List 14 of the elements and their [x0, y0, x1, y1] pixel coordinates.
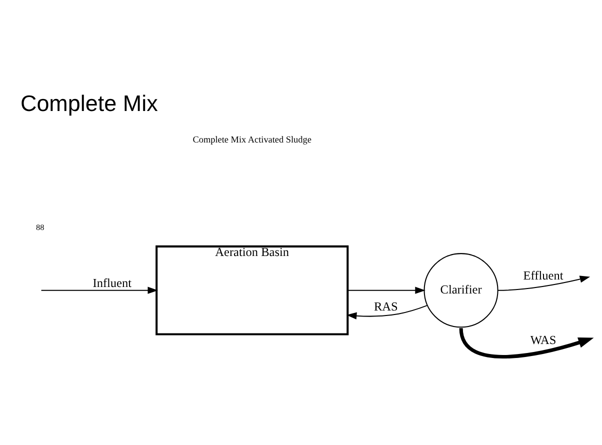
arrow [348, 286, 426, 294]
label: Complete Mix Activated Sludge [192, 134, 312, 144]
edge-label: RAS [374, 298, 398, 313]
label: 88 [36, 222, 44, 232]
arrow [41, 286, 158, 294]
node-circle: Clarifier [424, 252, 498, 328]
edge-label: Influent [92, 275, 132, 290]
node-box: Aeration Basin [156, 244, 349, 335]
edge-label: WAS [530, 332, 556, 347]
arrow [346, 304, 428, 319]
arrow [498, 275, 590, 290]
diagram-title: Complete Mix [20, 90, 158, 116]
edge-label: Effluent [523, 268, 564, 282]
arrow [459, 327, 594, 358]
